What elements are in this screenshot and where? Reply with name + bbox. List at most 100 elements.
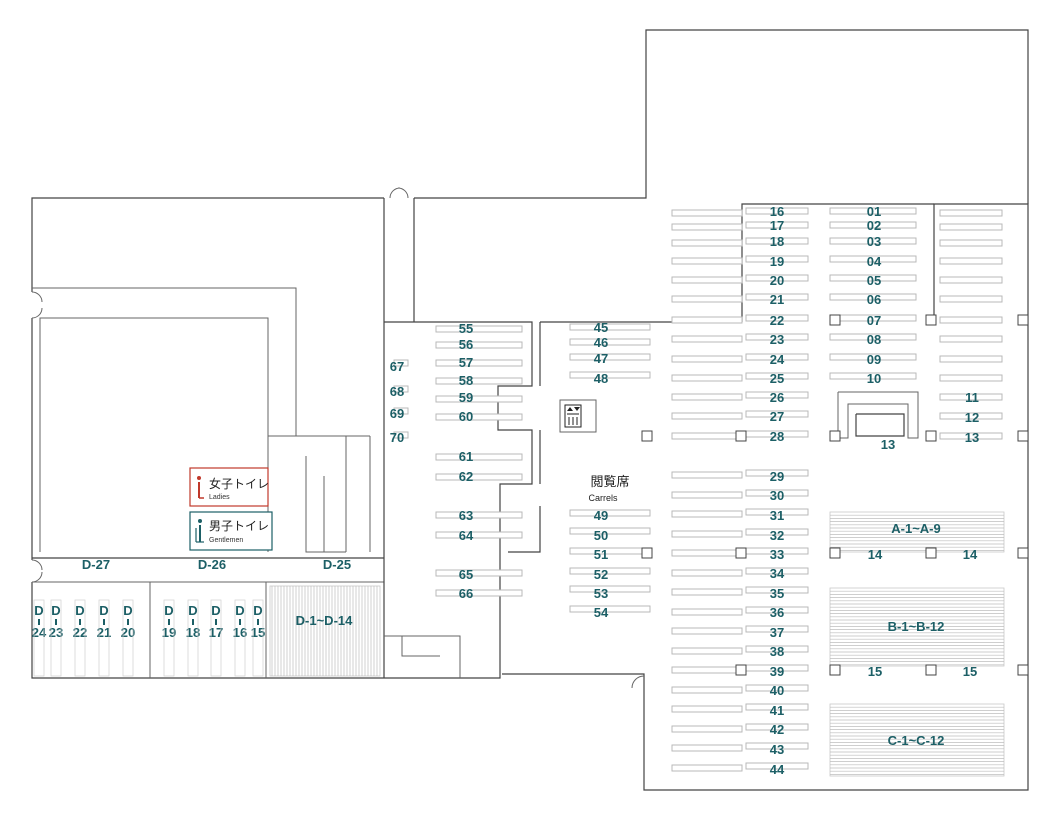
seat-mid-10[interactable]: 26 (770, 390, 784, 405)
stall-d16[interactable]: D16 (233, 599, 247, 677)
area-d25[interactable]: D-25 (323, 557, 351, 572)
stall-d17[interactable]: D17 (209, 599, 223, 677)
area-c[interactable]: C-1~C-12 (888, 733, 945, 748)
stall-d20[interactable]: D20 (121, 599, 135, 677)
carrel-a-0[interactable]: 45 (594, 320, 608, 335)
stall-d15[interactable]: D15 (251, 599, 265, 677)
seat-15-b[interactable]: 15 (963, 664, 977, 679)
seat-mid-3[interactable]: 19 (770, 254, 784, 269)
seat-right-8[interactable]: 09 (867, 352, 881, 367)
seat-mid-13[interactable]: 29 (770, 469, 784, 484)
stall-d24[interactable]: D24 (32, 599, 47, 677)
seat-mid-9[interactable]: 25 (770, 371, 784, 386)
carrel-d-0[interactable]: 67 (390, 359, 404, 374)
carrel-c-4[interactable]: 59 (459, 390, 473, 405)
stall-d18[interactable]: D18 (186, 599, 200, 677)
carrel-c-1[interactable]: 56 (459, 337, 473, 352)
area-b[interactable]: B-1~B-12 (888, 619, 945, 634)
carrel-c-2[interactable]: 57 (459, 355, 473, 370)
carrel-d-2[interactable]: 69 (390, 406, 404, 421)
seat-right-9[interactable]: 10 (867, 371, 881, 386)
seat-15-a[interactable]: 15 (868, 664, 882, 679)
carrel-a-1[interactable]: 46 (594, 335, 608, 350)
seat-mid-28[interactable]: 44 (770, 762, 785, 777)
area-d27[interactable]: D-27 (82, 557, 110, 572)
carrel-c-7[interactable]: 62 (459, 469, 473, 484)
carrel-c-9[interactable]: 64 (459, 528, 474, 543)
seat-mid-7[interactable]: 23 (770, 332, 784, 347)
carrel-c-6[interactable]: 61 (459, 449, 473, 464)
carrel-d-1[interactable]: 68 (390, 384, 404, 399)
seat-small-2[interactable]: 13 (965, 430, 979, 445)
seat-mid-6[interactable]: 22 (770, 313, 784, 328)
seat-right-0[interactable]: 01 (867, 204, 881, 219)
seat-mid-20[interactable]: 36 (770, 605, 784, 620)
stall-divider (192, 619, 194, 625)
seat-mid-8[interactable]: 24 (770, 352, 785, 367)
carrel-c-0[interactable]: 55 (459, 321, 473, 336)
carrel-c-5[interactable]: 60 (459, 409, 473, 424)
carrel-b-5[interactable]: 54 (594, 605, 609, 620)
seat-mid-5[interactable]: 21 (770, 292, 784, 307)
seat-mid-18[interactable]: 34 (770, 566, 785, 581)
desk-far-4 (939, 276, 1003, 284)
carrel-c-10[interactable]: 65 (459, 567, 473, 582)
seat-mid-17[interactable]: 33 (770, 547, 784, 562)
carrel-b-3[interactable]: 52 (594, 567, 608, 582)
carrel-b-0[interactable]: 49 (594, 508, 608, 523)
stall-d19[interactable]: D19 (162, 599, 176, 677)
carrel-a-3[interactable]: 48 (594, 371, 608, 386)
stall-d22[interactable]: D22 (73, 599, 87, 677)
carrel-b-1[interactable]: 50 (594, 528, 608, 543)
seat-mid-15[interactable]: 31 (770, 508, 784, 523)
seat-small-0[interactable]: 11 (965, 390, 979, 405)
seat-mid-2[interactable]: 18 (770, 234, 784, 249)
seat-mid-26[interactable]: 42 (770, 722, 784, 737)
stall-d21[interactable]: D21 (97, 599, 111, 677)
seat-right-4[interactable]: 05 (867, 273, 881, 288)
seat-right-2[interactable]: 03 (867, 234, 881, 249)
seat-mid-11[interactable]: 27 (770, 409, 784, 424)
seat-mid-24[interactable]: 40 (770, 683, 784, 698)
seat-14-b[interactable]: 14 (963, 547, 978, 562)
carrel-c-3[interactable]: 58 (459, 373, 473, 388)
seat-mid-23[interactable]: 39 (770, 664, 784, 679)
seat-14-a[interactable]: 14 (868, 547, 883, 562)
seat-right-1[interactable]: 02 (867, 218, 881, 233)
carrel-c-11[interactable]: 66 (459, 586, 473, 601)
seat-mid-1[interactable]: 17 (770, 218, 784, 233)
seat-mid-12[interactable]: 28 (770, 429, 784, 444)
area-a[interactable]: A-1~A-9 (891, 521, 941, 536)
seat-right-6[interactable]: 07 (867, 313, 881, 328)
seat-mid-19[interactable]: 35 (770, 586, 784, 601)
stall-d23[interactable]: D23 (49, 599, 63, 677)
seat-mid-22[interactable]: 38 (770, 644, 784, 659)
pillar-14 (829, 664, 841, 676)
desk-carrel-d-1 (393, 385, 409, 393)
area-d26[interactable]: D-26 (198, 557, 226, 572)
seat-inner-13[interactable]: 13 (881, 437, 895, 452)
seat-mid-14[interactable]: 30 (770, 488, 784, 503)
desk-mid-21 (745, 625, 809, 633)
seat-mid-4[interactable]: 20 (770, 273, 784, 288)
seat-mid-25[interactable]: 41 (770, 703, 784, 718)
carrel-d-3[interactable]: 70 (390, 430, 404, 445)
seat-right-7[interactable]: 08 (867, 332, 881, 347)
seat-right-3[interactable]: 04 (867, 254, 882, 269)
desk-left-4 (671, 276, 743, 284)
seat-mid-21[interactable]: 37 (770, 625, 784, 640)
desk-left-0 (671, 209, 743, 217)
seat-small-1[interactable]: 12 (965, 410, 979, 425)
male-icon (195, 519, 204, 543)
seat-mid-27[interactable]: 43 (770, 742, 784, 757)
carrel-b-2[interactable]: 51 (594, 547, 608, 562)
carrel-a-2[interactable]: 47 (594, 351, 608, 366)
seat-mid-0[interactable]: 16 (770, 204, 784, 219)
seat-mid-16[interactable]: 32 (770, 528, 784, 543)
desk-carrel-c-9 (435, 531, 523, 539)
seat-right-5[interactable]: 06 (867, 292, 881, 307)
area-d1-d14[interactable]: D-1~D-14 (296, 613, 353, 628)
desk-mid-22 (745, 645, 809, 653)
carrel-c-8[interactable]: 63 (459, 508, 473, 523)
carrel-b-4[interactable]: 53 (594, 586, 608, 601)
